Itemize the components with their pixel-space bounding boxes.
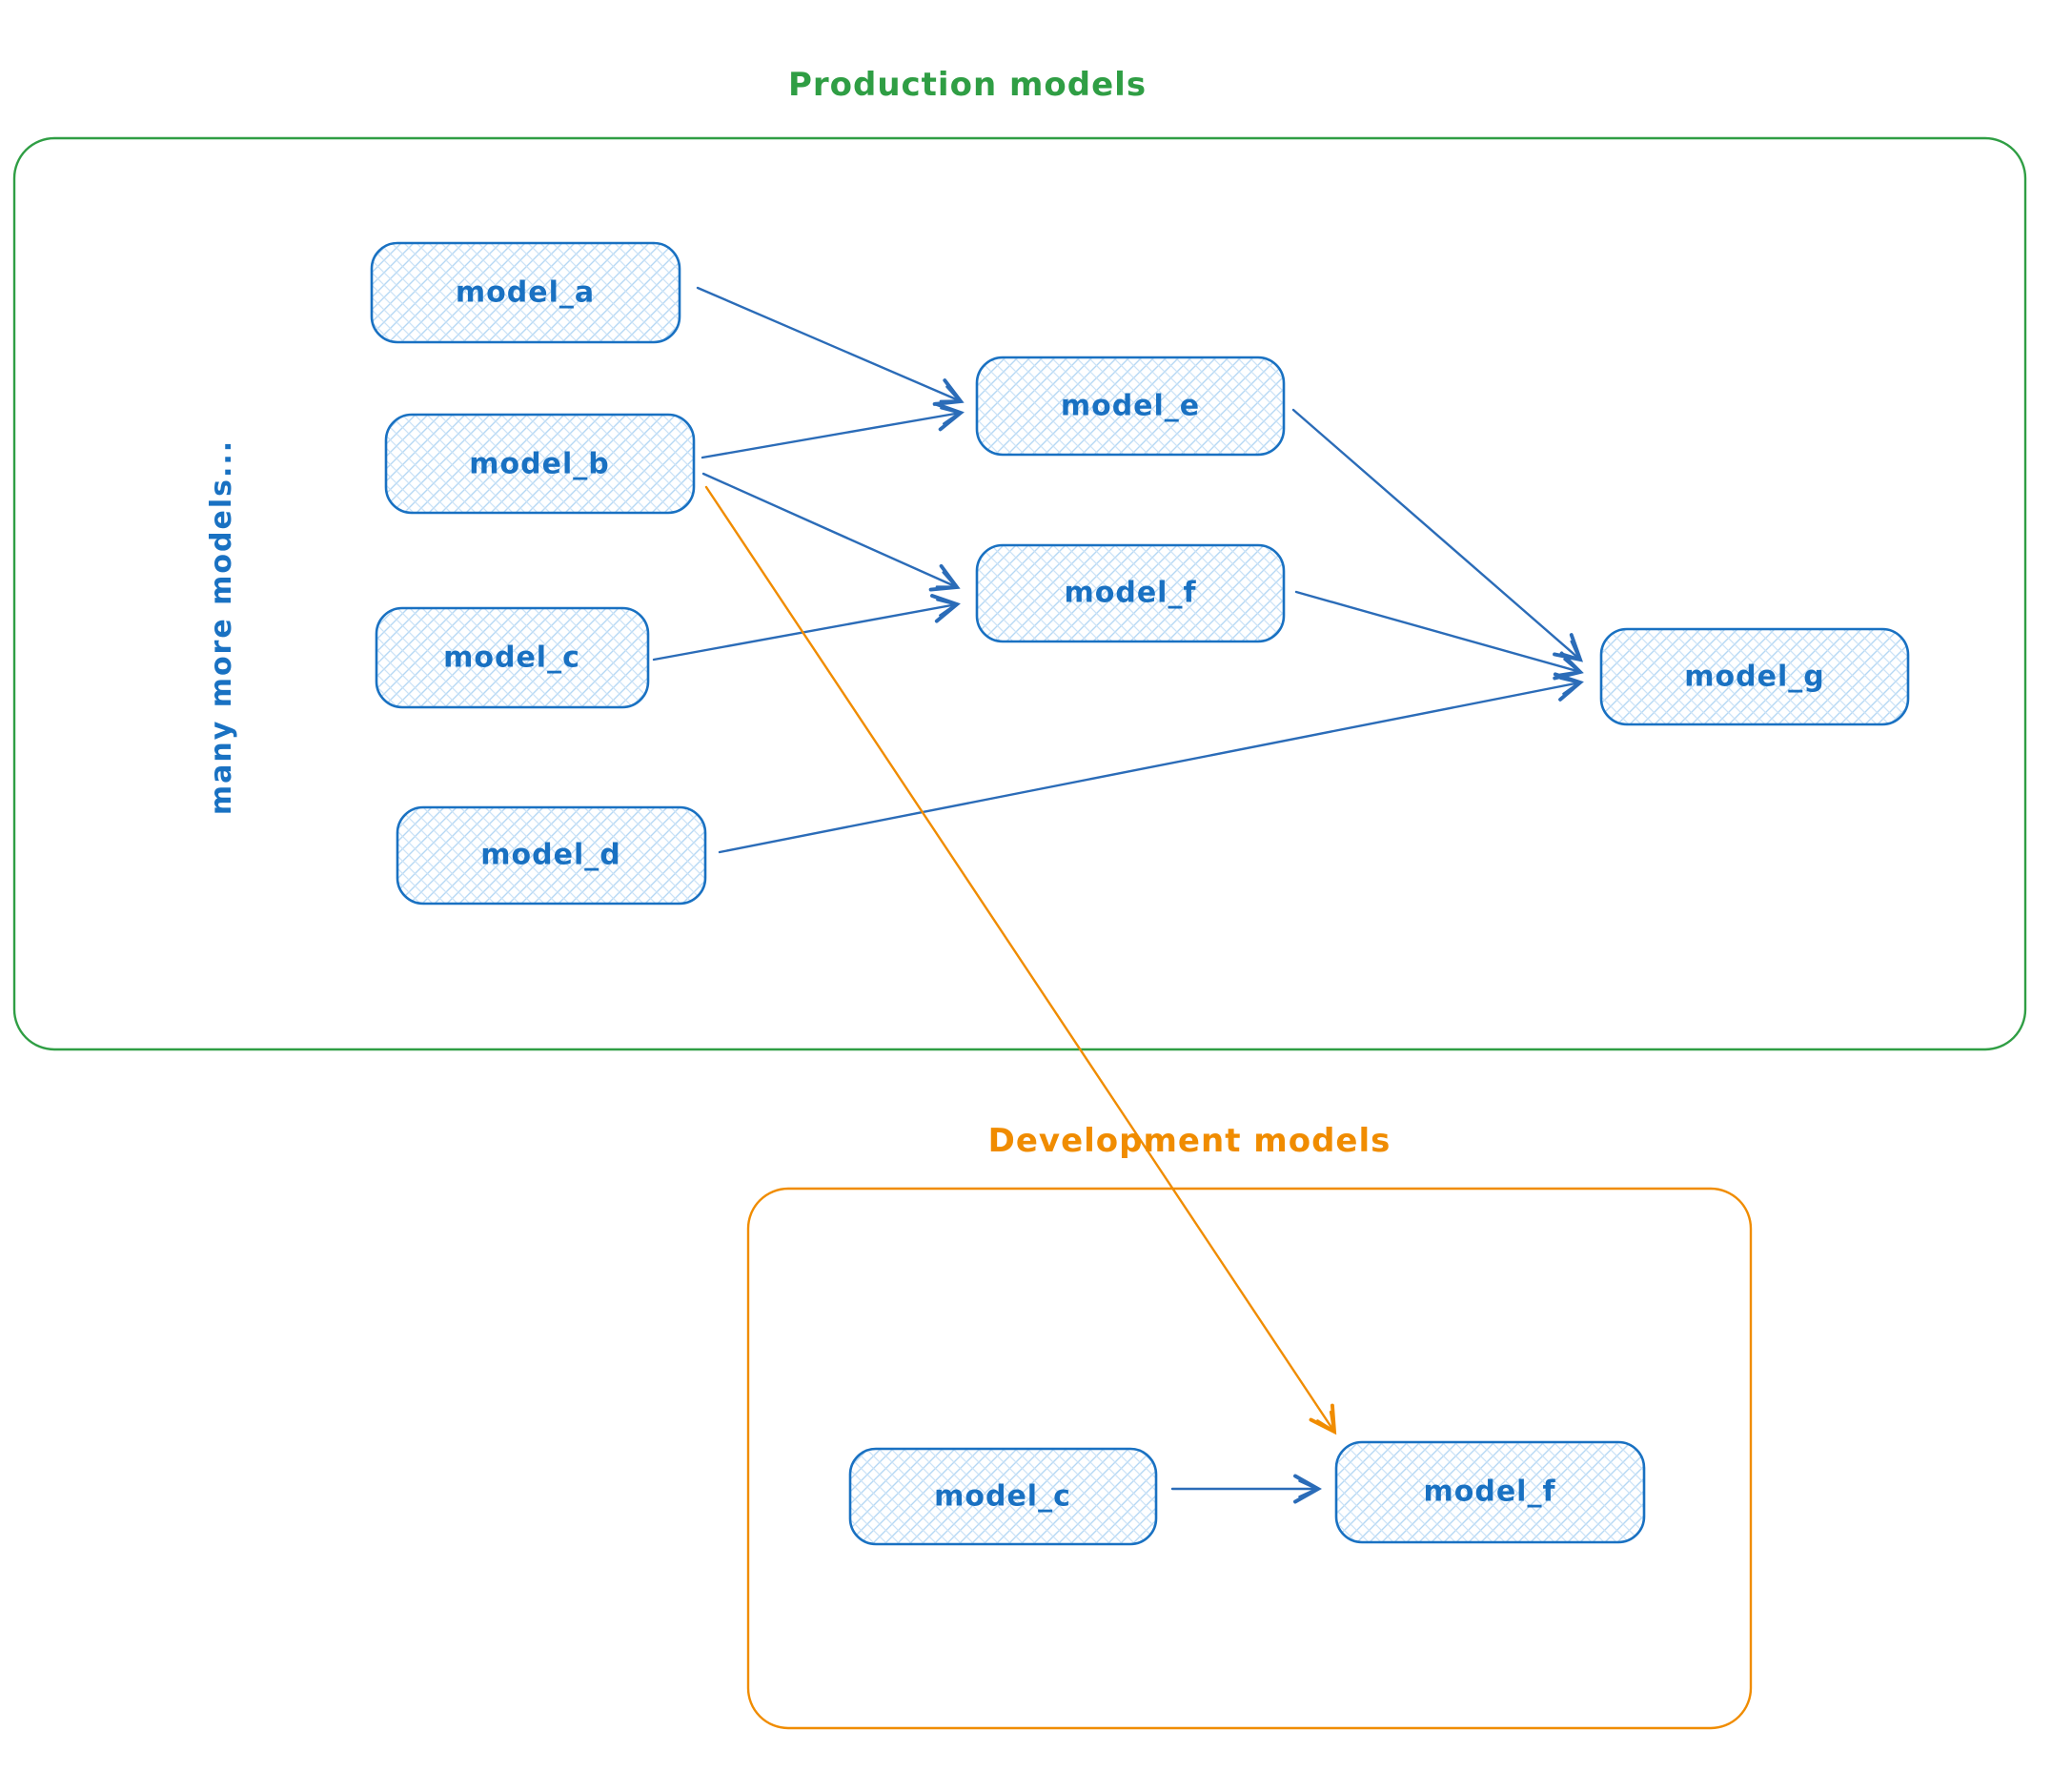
node-model_b-box (384, 413, 696, 515)
edge-model_b-to-dev-model_f (704, 485, 1337, 1435)
edge-model_d-to-model_g (718, 672, 1584, 854)
node-dev-model_c: model_c (848, 1447, 1158, 1546)
development-container-title: Development models (988, 1122, 1391, 1160)
many-more-models-label: many more models... (205, 439, 238, 815)
node-model_e-label: model_e (1061, 390, 1200, 423)
node-dev-model_c-label: model_c (934, 1480, 1071, 1514)
production-container (12, 136, 2027, 1051)
node-model_g-label: model_g (1684, 661, 1824, 694)
edge-model_e-to-model_g (1291, 408, 1584, 662)
production-container-title: Production models (788, 66, 1147, 104)
node-model_g: model_g (1599, 627, 1910, 726)
node-model_c-label: model_c (443, 641, 580, 675)
node-model_b-label: model_b (469, 448, 609, 481)
node-model_d-label: model_d (480, 839, 620, 872)
node-model_d: model_d (396, 805, 707, 906)
node-model_e: model_e (975, 356, 1286, 457)
node-model_e-box (975, 356, 1286, 457)
edge-model_f-to-model_g (1294, 590, 1584, 681)
node-model_f-label: model_f (1064, 577, 1196, 610)
node-dev-model_f-label: model_f (1423, 1476, 1555, 1509)
edge-model_a-to-model_e (696, 286, 965, 406)
node-model_d-box (396, 805, 707, 906)
node-dev-model_f-box (1334, 1440, 1646, 1544)
node-dev-model_c-box (848, 1447, 1158, 1546)
edge-model_b-to-model_f (701, 472, 961, 592)
node-model_b: model_b (384, 413, 696, 515)
node-model_f: model_f (975, 543, 1286, 643)
node-model_a-label: model_a (456, 276, 595, 310)
edge-model_b-to-model_e (701, 401, 965, 459)
node-dev-model_f: model_f (1334, 1440, 1646, 1544)
node-model_f-box (975, 543, 1286, 643)
node-model_a: model_a (370, 241, 681, 344)
node-model_g-box (1599, 627, 1910, 726)
edge-model_c-to-model_f (652, 594, 961, 662)
node-model_c-box (375, 606, 650, 709)
node-model_c: model_c (375, 606, 650, 709)
node-model_a-box (370, 241, 681, 344)
development-container (746, 1187, 1753, 1730)
